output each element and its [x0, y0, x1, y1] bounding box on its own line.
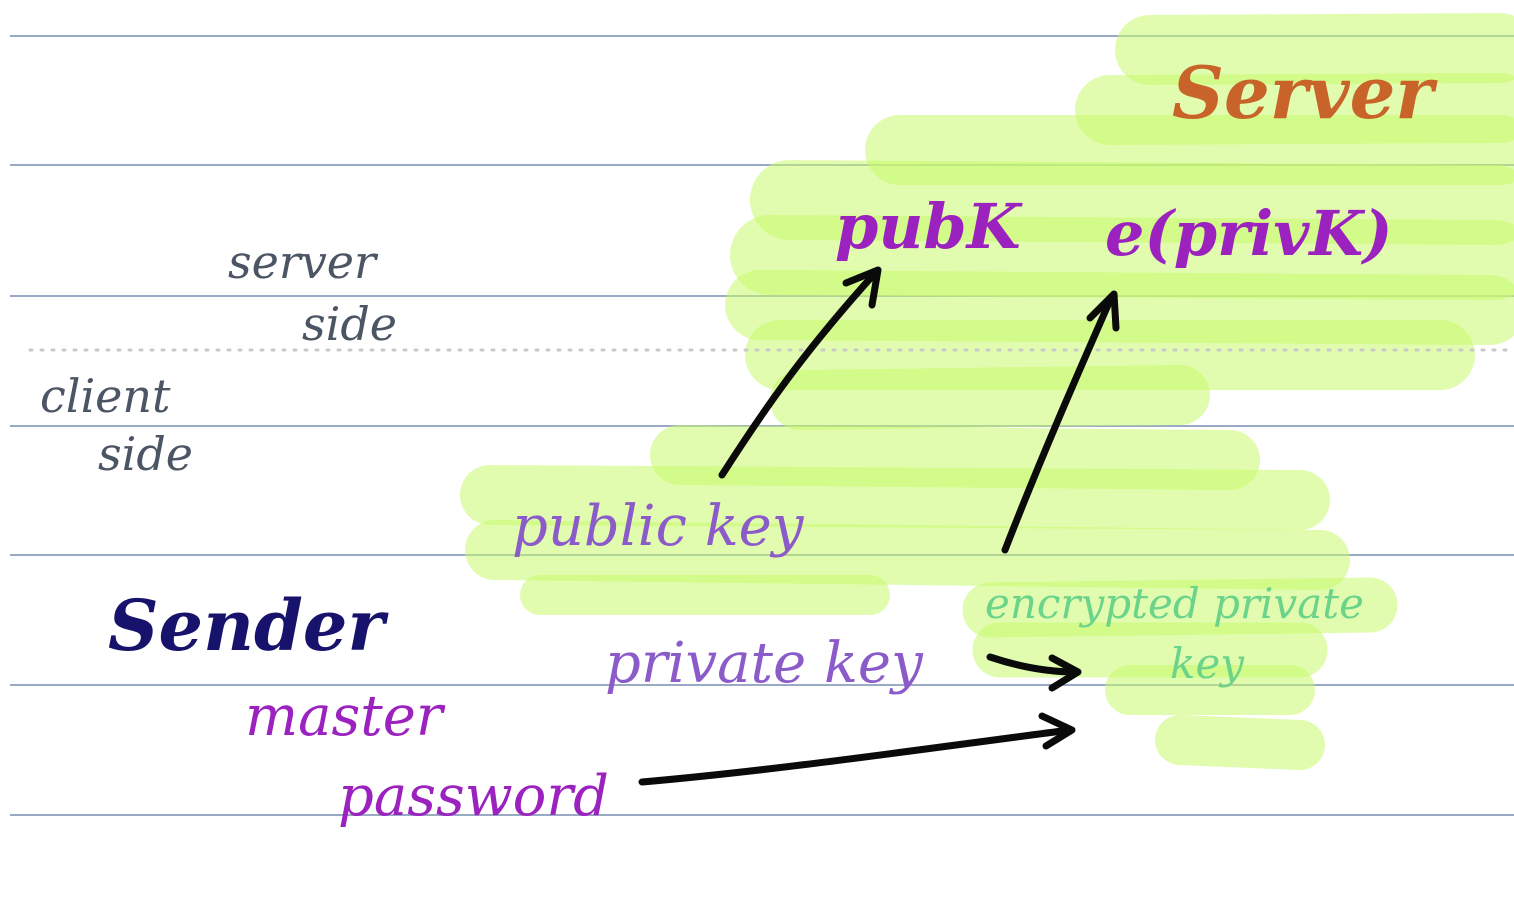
public-key-label: public key: [512, 494, 805, 559]
arrowhead: [1038, 712, 1076, 750]
arrowhead: [1086, 290, 1120, 332]
highlight-stroke: [650, 425, 1260, 490]
arrow-private-key-to-encrypted: [986, 653, 1080, 676]
arrows: [638, 266, 1120, 786]
highlight-stroke: [465, 520, 1350, 590]
sender-label: Sender: [108, 584, 389, 667]
highlight-stroke: [725, 270, 1514, 345]
pubk-label: pubK: [835, 190, 1023, 263]
highlight-stroke: [962, 577, 1398, 638]
highlight-stroke: [1075, 73, 1514, 145]
client-side-label-line2: side: [98, 427, 193, 481]
green-highlight: [460, 13, 1514, 770]
arrowhead: [842, 266, 882, 309]
encrypted-private-key-label-line1: encrypted private: [985, 579, 1364, 628]
private-key-label: private key: [605, 631, 924, 696]
highlight-stroke: [460, 465, 1330, 530]
server-side-label-line1: server: [228, 235, 379, 289]
server-side-label-line2: side: [302, 297, 397, 351]
arrow-public-key-to-pubk: [718, 268, 880, 479]
highlight-stroke: [730, 215, 1514, 300]
arrow-encrypted-key-to-eprivk: [1001, 292, 1116, 554]
master-label: master: [245, 684, 446, 749]
client-side-label-line1: client: [40, 369, 171, 423]
eprivk-label: e(privK): [1105, 197, 1393, 270]
highlight-stroke: [750, 160, 1514, 245]
encrypted-private-key-label-line2: key: [1170, 639, 1245, 688]
arrowhead: [1048, 654, 1082, 692]
arrow-password-to-encrypted: [638, 726, 1074, 786]
server-title: Server: [1172, 50, 1438, 135]
highlight-stroke: [770, 365, 1210, 430]
highlight-stroke: [1155, 715, 1325, 770]
password-label: password: [338, 764, 609, 829]
highlight-stroke: [1115, 13, 1514, 85]
